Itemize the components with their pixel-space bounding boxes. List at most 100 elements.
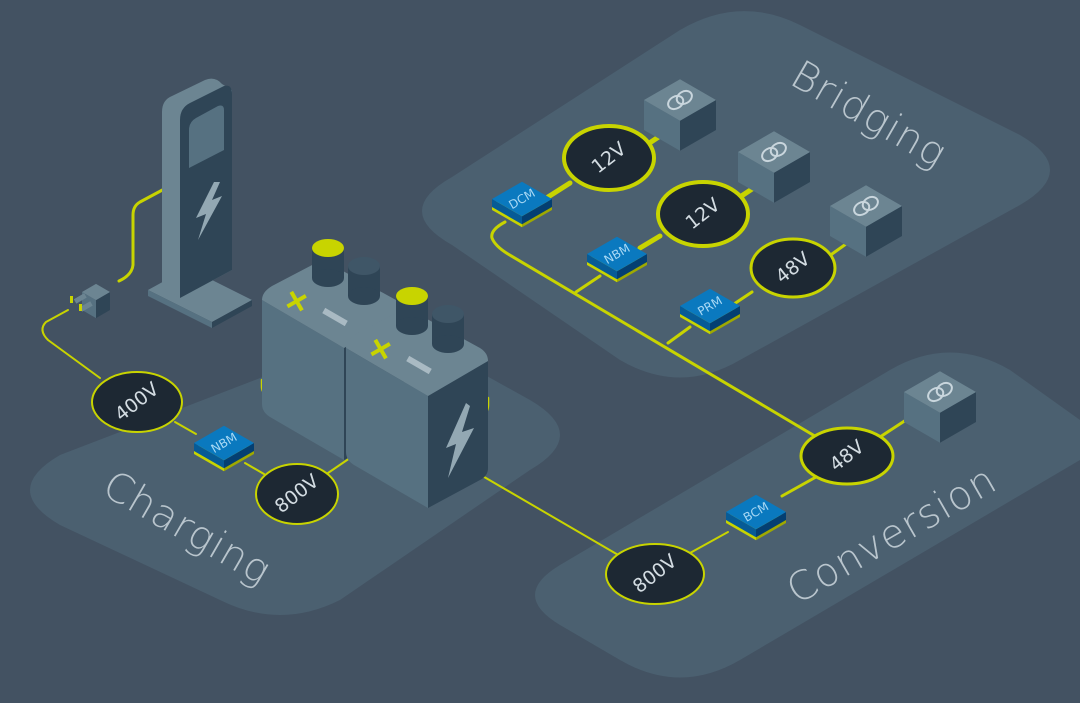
module-bridging-prm: PRM [680,288,740,335]
module-bridging-nbm-body-top-face [587,236,647,272]
lightning-bolt-icon [196,182,222,240]
conversion-platform [535,352,1080,678]
load-coil-icon [853,195,879,217]
lightning-bolt-icon [446,403,474,478]
node-conversion-48v: 48V [799,426,895,486]
module-conversion-bcm-body [726,494,786,538]
bridging-load-3-box [830,185,902,257]
module-bridging-nbm: NBM [587,236,647,283]
plug-prong [79,301,93,312]
prm-to-48v-wire [732,290,754,306]
bridging-load-3 [830,185,902,257]
bridging-load-2-box-left-face [738,152,774,203]
conversion-load-box-top-face [904,371,976,413]
bridging-load-1-box-right-face [680,100,716,151]
station-base-left [148,290,212,328]
module-charging-nbm-body [194,425,254,469]
battery-rear-negative-terminal [348,257,380,305]
station-screen [189,105,224,168]
load-coil-icon [667,89,693,111]
conversion-load [904,371,976,443]
node-bridging-12v-1: 12V [562,124,656,192]
minus-sign-icon [322,307,348,327]
node-charging-800v-disc [255,463,339,525]
plug-prong-tip [79,304,82,311]
battery-front-left-face [346,348,428,508]
module-bridging-prm-body-top-face [680,288,740,324]
bridging-bus-wire [490,220,837,450]
800v-to-bcm-wire [689,531,729,554]
module-bridging-prm-body [680,288,740,332]
conversion-load-box-left-face [904,392,940,443]
node-conversion-48v-disc [799,426,895,486]
node-bridging-48v-3: 48V [749,237,837,299]
bus-to-nbm-wire [574,274,602,294]
module-bridging-dcm-body [492,181,552,225]
module-bridging-nbm-body-right-face [617,254,647,280]
minus-sign-icon [406,355,432,375]
node-bridging-48v-3-disc [749,237,837,299]
module-conversion-bcm: BCM [726,494,786,541]
module-conversion-bcm-body-top-face [726,494,786,530]
bridging-load-3-box-right-face [866,206,902,257]
plug-body-top-face [82,283,110,301]
module-bridging-dcm-body-left-face [492,199,522,225]
module-bridging-dcm-body-right-face [522,199,552,225]
charging-chain-wire-b [244,462,265,475]
plug-body-right-face [96,292,110,319]
charger-cable [117,185,170,283]
module-charging-nbm-body-top-face [194,425,254,461]
battery-front-negative-terminal [432,305,464,353]
bridging-load-3-box-left-face [830,206,866,257]
bcm-to-48v-wire [780,475,818,498]
dcm-to-12v-wire [545,180,573,200]
battery-rear-left-face [262,300,344,460]
module-charging-nbm-body-left-face [194,443,224,469]
conversion-load-box-right-face [940,392,976,443]
bridging-load-2 [738,131,810,203]
bridging-load-1-box [644,79,716,151]
bridging-load-2-box-top-face [738,131,810,173]
bridging-load-1-box-left-face [644,100,680,151]
module-charging-nbm: NBM [194,425,254,472]
charging-station [148,78,252,328]
bus-to-prm-wire [666,325,692,345]
load-coil-icon [927,381,953,403]
plug-body [82,283,110,319]
power-plug [70,283,110,319]
node-bridging-12v-1-disc [562,124,656,192]
module-bridging-nbm-body [587,236,647,280]
node-conversion-800v: 800V [605,543,705,605]
48v-to-conversion-load-wire [878,418,908,439]
battery-rear-positive-terminal [312,239,344,287]
node-bridging-12v-2: 12V [656,180,750,248]
node-bridging-12v-2-disc [656,180,750,248]
conversion-load-box [904,371,976,443]
plug-prong-tip [70,296,73,303]
module-charging-nbm-body-right-face [224,443,254,469]
module-conversion-bcm-body-left-face [726,512,756,538]
battery-front-positive-terminal [396,287,428,335]
module-bridging-prm-body-right-face [710,306,740,332]
load-coil-icon [761,141,787,163]
plug-prong [73,293,87,304]
battery-rear-top-face [262,262,404,348]
module-bridging-dcm-body-top-face [492,181,552,217]
bridging-load-3-box-top-face [830,185,902,227]
bridging-load-1 [644,79,716,151]
bridging-load-1-box-top-face [644,79,716,121]
charging-to-battery-wire [327,457,351,474]
module-bridging-prm-body-left-face [680,306,710,332]
battery-front-top-face [346,310,488,396]
station-base-right [212,300,252,328]
module-bridging-nbm-body-left-face [587,254,617,280]
plug-to-400v-wire [41,309,101,379]
bridging-load-2-box-right-face [774,152,810,203]
module-conversion-bcm-body-right-face [756,512,786,538]
module-bridging-dcm: DCM [492,181,552,228]
node-conversion-800v-disc [605,543,705,605]
node-charging-800v: 800V [255,463,339,525]
bridging-load-2-box [738,131,810,203]
battery-front: + [346,287,488,508]
nbm-to-12v-wire [637,233,663,251]
